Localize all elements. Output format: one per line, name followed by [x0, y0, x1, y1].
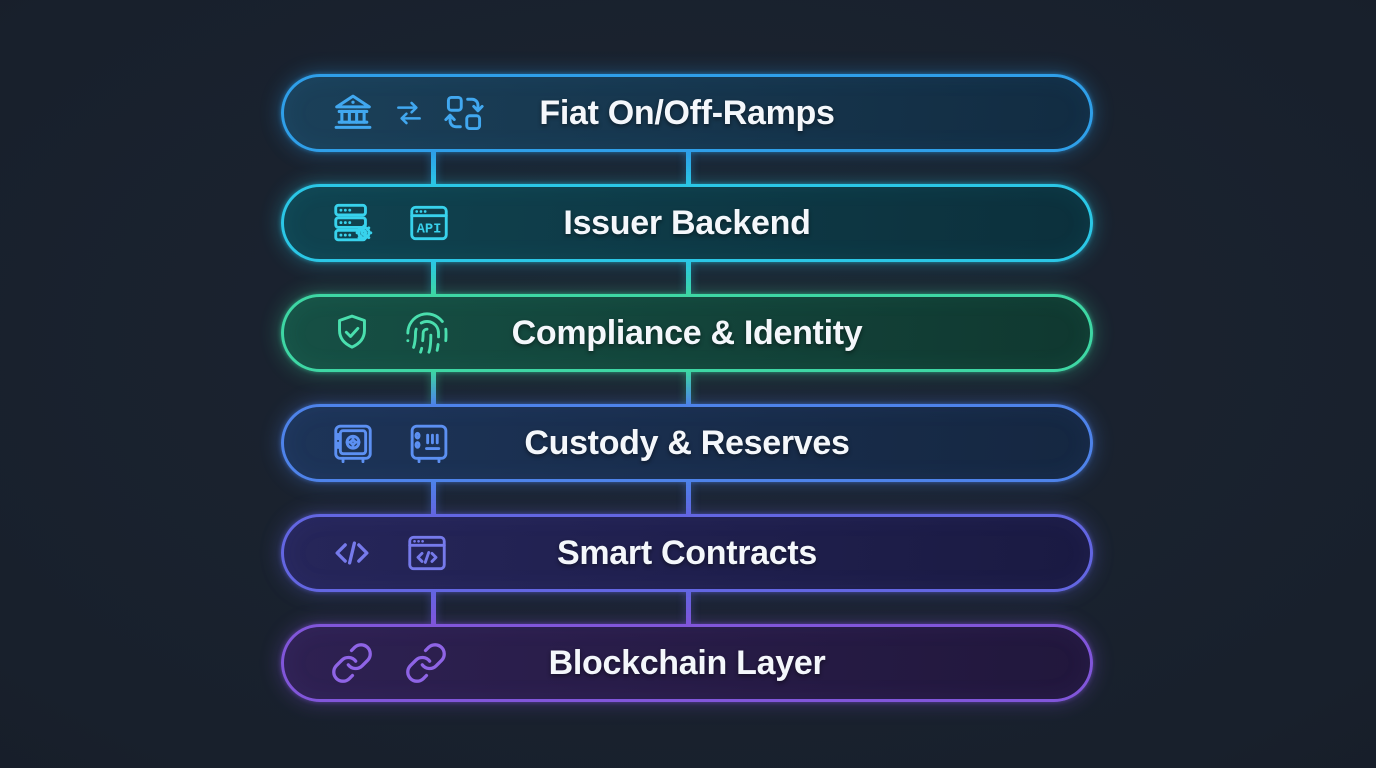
connector-line: [431, 480, 436, 516]
connector-line: [686, 150, 691, 186]
connector-line: [431, 260, 436, 296]
connector-line: [431, 150, 436, 186]
chain-link-icon: [406, 643, 446, 683]
layer-icons: [330, 517, 450, 589]
layer-icons: [330, 407, 452, 479]
layer-icons: [330, 627, 448, 699]
connector-line: [431, 590, 436, 626]
connector-line: [686, 370, 691, 406]
layer-label: Blockchain Layer: [548, 643, 826, 682]
layer-blockchain: Blockchain Layer: [281, 624, 1093, 702]
layer-custody-reserves: Custody & Reserves: [281, 404, 1093, 482]
bank-icon: [334, 94, 372, 129]
connector-line: [686, 480, 691, 516]
connector-line: [686, 260, 691, 296]
layer-icons: API: [330, 187, 452, 259]
layer-issuer-backend: API Issuer Backend: [281, 184, 1093, 262]
code-window-icon: [408, 535, 446, 571]
layer-label: Custody & Reserves: [524, 423, 850, 462]
api-window-icon: API: [410, 205, 448, 241]
layer-label: Compliance & Identity: [511, 313, 863, 352]
vault-dial-icon: [334, 424, 372, 464]
connector-line: [686, 590, 691, 626]
layer-icons: [330, 77, 486, 149]
layer-smart-contracts: Smart Contracts: [281, 514, 1093, 592]
chain-link-icon: [332, 643, 372, 683]
api-label: API: [417, 222, 442, 237]
code-icon: [335, 541, 369, 565]
layer-compliance-identity: Compliance & Identity: [281, 294, 1093, 372]
layer-label: Smart Contracts: [556, 533, 817, 572]
vault-bars-icon: [410, 424, 448, 464]
connector-line: [431, 370, 436, 406]
layer-stack: Fiat On/Off-Ramps: [281, 74, 1093, 702]
server-gear-icon: [334, 203, 373, 242]
layer-label: Fiat On/Off-Ramps: [539, 93, 835, 132]
layer-label: Issuer Backend: [563, 203, 811, 242]
layer-icons: [330, 297, 450, 369]
shield-check-icon: [338, 314, 366, 349]
layer-fiat-on-off-ramps: Fiat On/Off-Ramps: [281, 74, 1093, 152]
swap-boxes-icon: [444, 95, 484, 131]
fingerprint-icon: [406, 312, 448, 354]
transfer-arrows-icon: [397, 101, 421, 125]
